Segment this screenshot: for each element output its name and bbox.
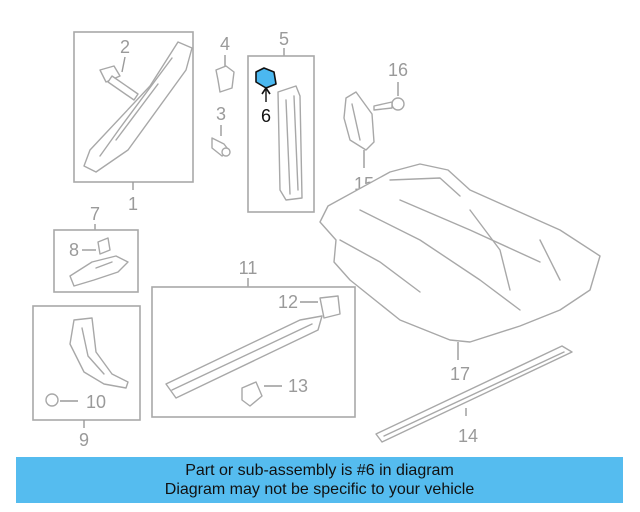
part-13-clip[interactable]: 13 (241, 376, 308, 407)
callout-10: 10 (86, 392, 106, 412)
part-2-bolt[interactable]: 2 (99, 37, 139, 101)
part-15-trim[interactable]: 15 (343, 91, 375, 194)
callout-1: 1 (128, 194, 138, 214)
callout-16: 16 (388, 60, 408, 80)
part-8-clip[interactable]: 8 (69, 237, 111, 260)
info-banner: Part or sub-assembly is #6 in diagram Di… (16, 457, 623, 503)
callout-4: 4 (220, 34, 230, 54)
part-3-clip[interactable]: 3 (211, 104, 231, 157)
callout-6: 6 (261, 106, 271, 126)
callout-2: 2 (120, 37, 130, 57)
callout-3: 3 (216, 104, 226, 124)
callout-5: 5 (279, 29, 289, 49)
banner-line-1: Part or sub-assembly is #6 in diagram (185, 462, 454, 479)
part-16-screw[interactable]: 16 (373, 60, 408, 111)
part-17-floor-carpet[interactable]: 17 (319, 163, 601, 384)
group-1-pillar-trim[interactable]: 1 (73, 31, 194, 214)
part-10-clip[interactable]: 10 (45, 392, 106, 412)
callout-13: 13 (288, 376, 308, 396)
callout-8: 8 (69, 240, 79, 260)
banner-line-2: Diagram may not be specific to your vehi… (164, 481, 475, 498)
callout-12: 12 (278, 292, 298, 312)
part-4-clip[interactable]: 4 (215, 34, 235, 93)
group-7-bracket[interactable]: 7 (53, 204, 139, 293)
part-6-highlighted[interactable]: 6 (255, 67, 277, 126)
callout-14: 14 (458, 426, 478, 446)
group-5-pillar-garnish[interactable]: 5 (247, 29, 315, 213)
callout-9: 9 (79, 430, 89, 450)
group-9-lower-trim[interactable]: 9 (32, 305, 141, 450)
part-12-clip[interactable]: 12 (278, 292, 341, 319)
callout-17: 17 (450, 364, 470, 384)
callout-11: 11 (239, 258, 258, 278)
callout-7: 7 (90, 204, 100, 224)
part-14-sill-strip[interactable]: 14 (375, 345, 573, 446)
